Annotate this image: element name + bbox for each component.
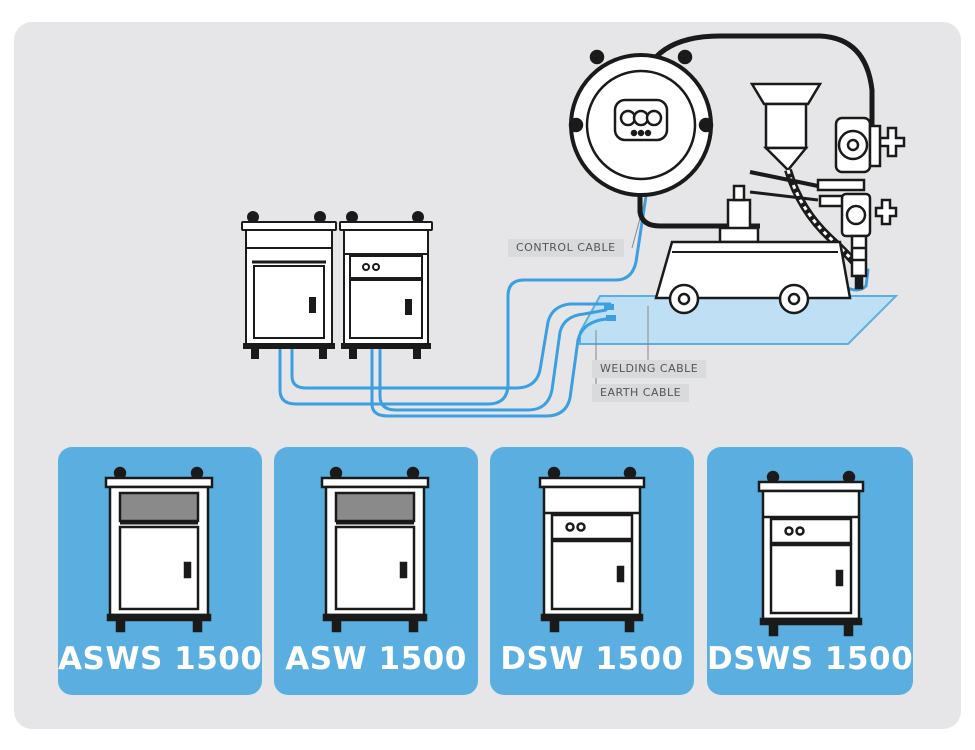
model-card-dsw-1500: DSW 1500 <box>490 447 694 695</box>
model-label: ASWS 1500 <box>58 641 262 677</box>
welding-tractor <box>568 33 906 315</box>
cabinet-gauge-panel-icon <box>757 470 865 637</box>
system-diagram <box>241 33 906 418</box>
power-source-asw <box>241 211 337 359</box>
welding-cable-line <box>290 302 612 390</box>
model-card-dsws-1500: DSWS 1500 <box>707 447 913 695</box>
cabinet-gauge-panel-icon <box>538 466 646 633</box>
control-cable-label: CONTROL CABLE <box>508 239 624 257</box>
cable-connectors <box>604 304 616 321</box>
model-label: DSW 1500 <box>500 641 684 677</box>
power-source-dsw <box>339 211 433 359</box>
cabinet-dark-panel-icon <box>320 466 430 633</box>
welding-cable-label: WELDING CABLE <box>592 360 707 378</box>
model-label: DSWS 1500 <box>707 641 913 677</box>
model-label: ASW 1500 <box>285 641 467 677</box>
cabinet-dark-panel-icon <box>104 466 214 633</box>
control-cable-line <box>278 194 648 406</box>
model-card-asw-1500: ASW 1500 <box>274 447 478 695</box>
welding-cable-line-2 <box>378 308 608 412</box>
earth-cable-line <box>370 316 614 418</box>
cables <box>278 194 870 418</box>
model-card-asws-1500: ASWS 1500 <box>58 447 262 695</box>
earth-cable-label: EARTH CABLE <box>592 384 690 402</box>
workpiece-plate <box>579 295 899 345</box>
